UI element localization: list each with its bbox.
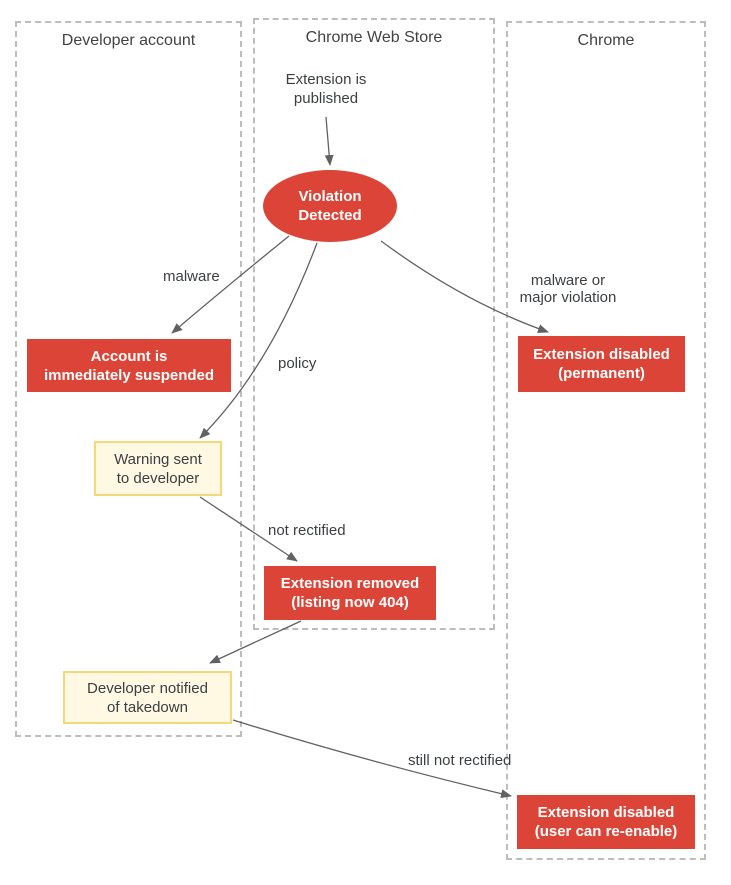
lane-chrome-title: Chrome [577, 32, 635, 49]
node-account-suspended: Account is immediately suspended [27, 339, 231, 392]
node-warning-sent: Warning sent to developer [94, 441, 222, 496]
node-violation-detected: Violation Detected [263, 170, 397, 242]
node-extension-disabled-reenable: Extension disabled (user can re-enable) [517, 795, 695, 849]
lane-developer-account-title: Developer account [61, 32, 196, 49]
edge-label-still-not-rectified: still not rectified [408, 752, 512, 769]
lane-chrome: Chrome [506, 21, 706, 860]
edge-label-malware: malware [163, 268, 220, 285]
node-extension-removed: Extension removed (listing now 404) [264, 566, 436, 620]
lane-chrome-web-store-title: Chrome Web Store [305, 29, 443, 46]
edge-label-not-rectified: not rectified [268, 522, 346, 539]
node-extension-disabled-permanent: Extension disabled (permanent) [518, 336, 685, 392]
node-extension-published: Extension is published [285, 71, 367, 107]
edge-label-malware-or-major-violation: malware or major violation [519, 272, 617, 306]
edge-label-policy: policy [278, 355, 317, 372]
node-developer-notified: Developer notified of takedown [63, 671, 232, 724]
